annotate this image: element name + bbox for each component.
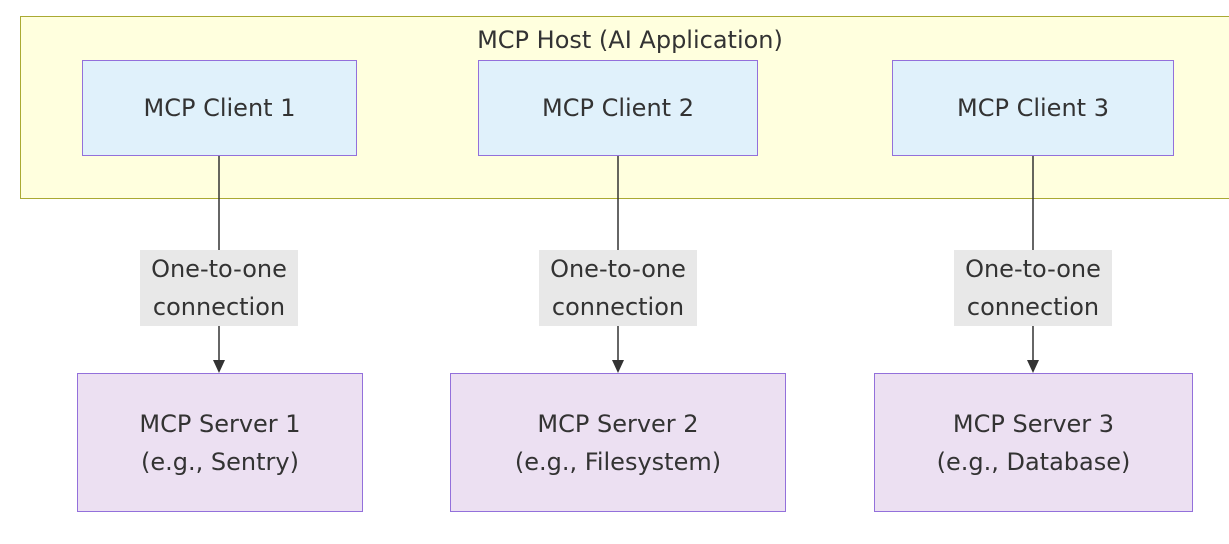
- mcp-client-2-label: MCP Client 2: [542, 94, 694, 122]
- edge-3-label-line1: One-to-one: [965, 255, 1101, 283]
- edge-2-arrowhead: [612, 360, 624, 373]
- mcp-client-3-label: MCP Client 3: [957, 94, 1109, 122]
- edge-1-label-line2: connection: [152, 293, 286, 321]
- edge-3-arrowhead: [1027, 360, 1039, 373]
- mcp-server-1-name: MCP Server 1: [139, 409, 301, 438]
- mcp-host-title: MCP Host (AI Application): [477, 26, 783, 54]
- mcp-client-3-node: MCP Client 3: [892, 60, 1174, 156]
- mcp-client-1-label: MCP Client 1: [143, 94, 296, 122]
- edge-2-label: One-to-one connection: [539, 250, 697, 326]
- edge-3-label-line2: connection: [966, 293, 1100, 321]
- edge-2-label-line2: connection: [551, 293, 685, 321]
- mcp-client-2-node: MCP Client 2: [478, 60, 758, 156]
- edge-3-label: One-to-one connection: [954, 250, 1112, 326]
- mcp-server-2-example: (e.g., Filesystem): [514, 447, 722, 476]
- mcp-server-2-name: MCP Server 2: [537, 409, 699, 438]
- mcp-server-1-example: (e.g., Sentry): [141, 447, 299, 476]
- mcp-server-3-name: MCP Server 3: [952, 409, 1115, 438]
- mcp-server-3-example: (e.g., Database): [936, 447, 1131, 476]
- mcp-server-3-node: MCP Server 3 (e.g., Database): [874, 373, 1193, 512]
- edge-1-label-line1: One-to-one: [151, 255, 287, 283]
- mcp-client-1-node: MCP Client 1: [82, 60, 357, 156]
- edge-1-arrowhead: [213, 360, 225, 373]
- edge-2-label-line1: One-to-one: [550, 255, 686, 283]
- mcp-server-2-node: MCP Server 2 (e.g., Filesystem): [450, 373, 786, 512]
- edge-1-label: One-to-one connection: [140, 250, 298, 326]
- mcp-server-1-node: MCP Server 1 (e.g., Sentry): [77, 373, 363, 512]
